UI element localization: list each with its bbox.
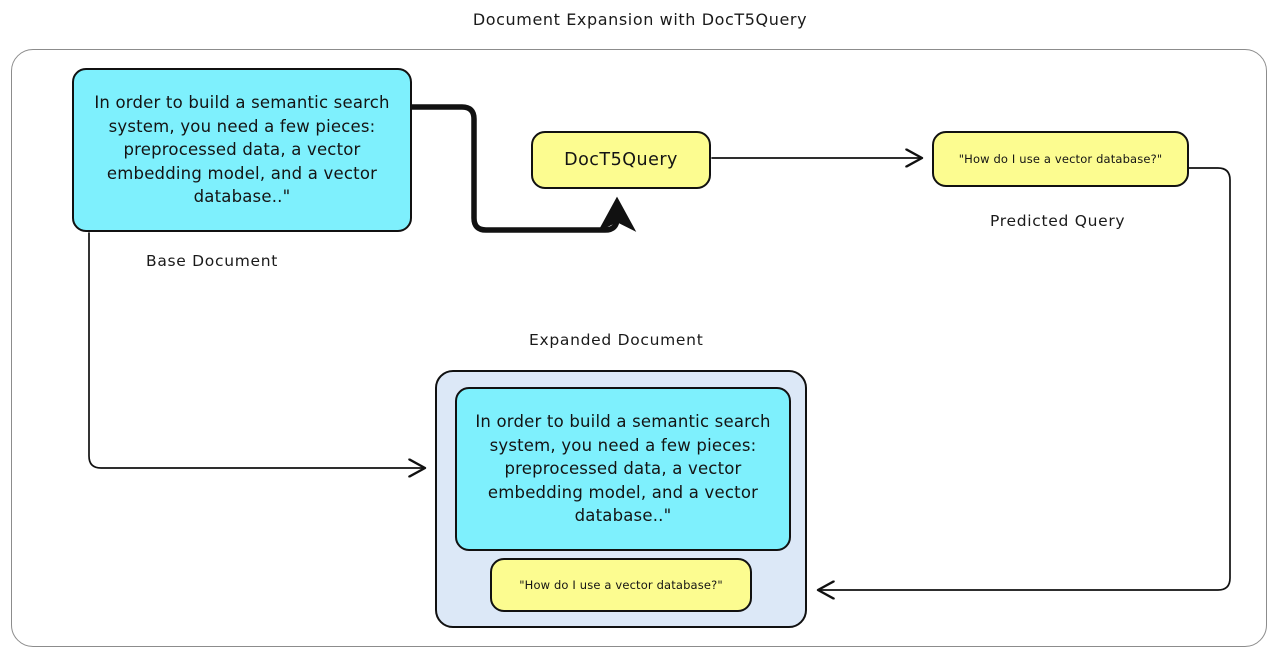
predicted-query-label: Predicted Query xyxy=(990,212,1126,230)
expanded-document-node[interactable]: In order to build a semantic search syst… xyxy=(435,370,807,628)
page-title: Document Expansion with DocT5Query xyxy=(472,10,808,29)
doct5query-node[interactable]: DocT5Query xyxy=(531,131,711,189)
expanded-document-inner-document[interactable]: In order to build a semantic search syst… xyxy=(455,387,791,551)
expanded-document-label: Expanded Document xyxy=(529,331,704,349)
expanded-document-inner-query[interactable]: "How do I use a vector database?" xyxy=(490,558,752,612)
base-document-node[interactable]: In order to build a semantic search syst… xyxy=(72,68,412,232)
base-document-label: Base Document xyxy=(146,252,279,270)
predicted-query-node[interactable]: "How do I use a vector database?" xyxy=(932,131,1189,187)
diagram-outer-frame xyxy=(11,49,1267,647)
